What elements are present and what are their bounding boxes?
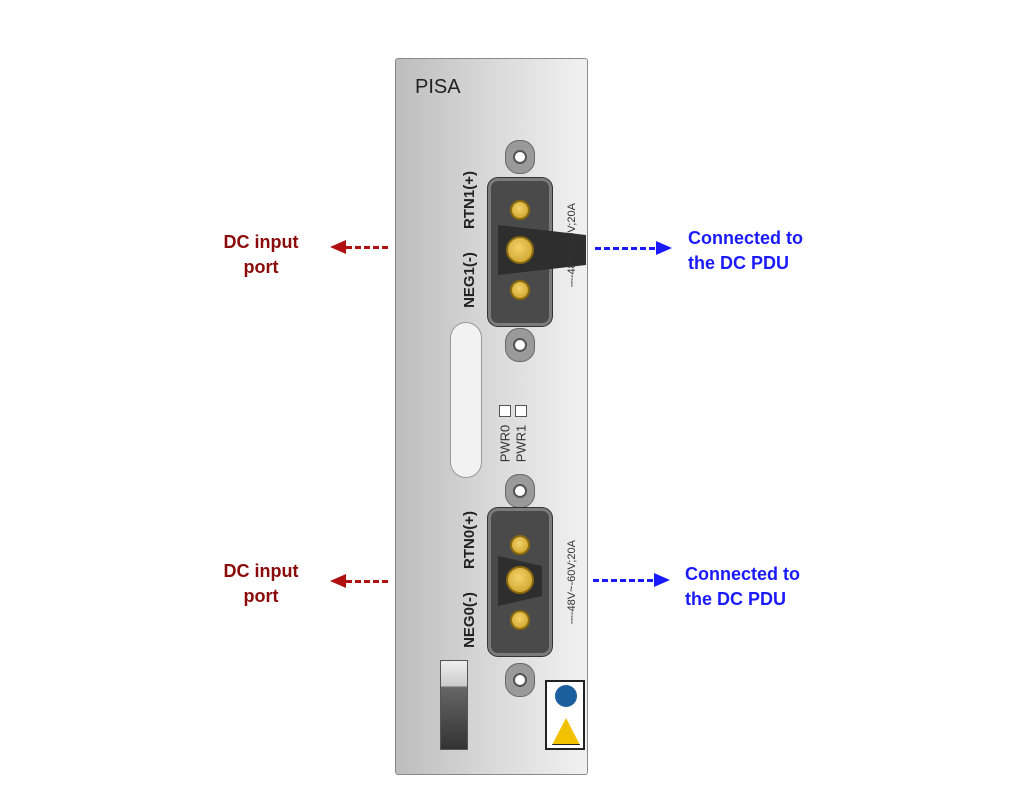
panel-title: PISA	[415, 76, 461, 98]
callout-line: the DC PDU	[685, 589, 787, 609]
arrow-left-icon	[330, 574, 346, 588]
pwr0-label: PWR0	[497, 424, 513, 463]
mounting-screw-icon	[505, 663, 535, 697]
arrow-line	[346, 246, 388, 249]
main-pin	[506, 566, 534, 594]
callout-line: DC input	[223, 561, 299, 581]
callout-line: port	[243, 257, 279, 277]
arrow-line	[593, 579, 653, 582]
ejector-lever[interactable]	[440, 660, 468, 750]
esd-icon	[555, 685, 577, 707]
warning-label	[545, 680, 585, 750]
rating-label: ⎓-48V~-60V;20A	[566, 203, 578, 287]
pwr1-led	[515, 405, 527, 417]
handle[interactable]	[450, 322, 482, 478]
arrow-right-icon	[654, 573, 670, 587]
neg-pin	[510, 610, 530, 630]
mounting-screw-icon	[505, 140, 535, 174]
mounting-screw-icon	[505, 474, 535, 508]
neg-pin	[510, 280, 530, 300]
callout-line: Connected to	[688, 228, 803, 248]
rtn-pin	[510, 200, 530, 220]
rating-label: ⎓-48V~-60V;20A	[566, 540, 578, 624]
dc-input-label-0: DC input port	[200, 559, 322, 609]
warning-icon	[552, 718, 580, 745]
neg0-label: NEG0(-)	[461, 592, 478, 648]
arrow-left-icon	[330, 240, 346, 254]
main-pin	[506, 236, 534, 264]
mounting-screw-icon	[505, 328, 535, 362]
callout-line: Connected to	[685, 564, 800, 584]
pwr1-label: PWR1	[513, 424, 529, 463]
arrow-line	[346, 580, 388, 583]
arrow-right-icon	[656, 241, 672, 255]
rtn-pin	[510, 535, 530, 555]
callout-line: the DC PDU	[688, 253, 790, 273]
arrow-line	[595, 247, 655, 250]
callout-line: port	[243, 586, 279, 606]
pdu-label-1: Connected to the DC PDU	[688, 226, 803, 276]
pwr0-led	[499, 405, 511, 417]
pdu-label-0: Connected to the DC PDU	[685, 562, 800, 612]
dc-input-label-1: DC input port	[200, 230, 322, 280]
callout-line: DC input	[223, 232, 299, 252]
neg1-label: NEG1(-)	[461, 252, 478, 308]
pisa-power-module	[395, 58, 588, 775]
